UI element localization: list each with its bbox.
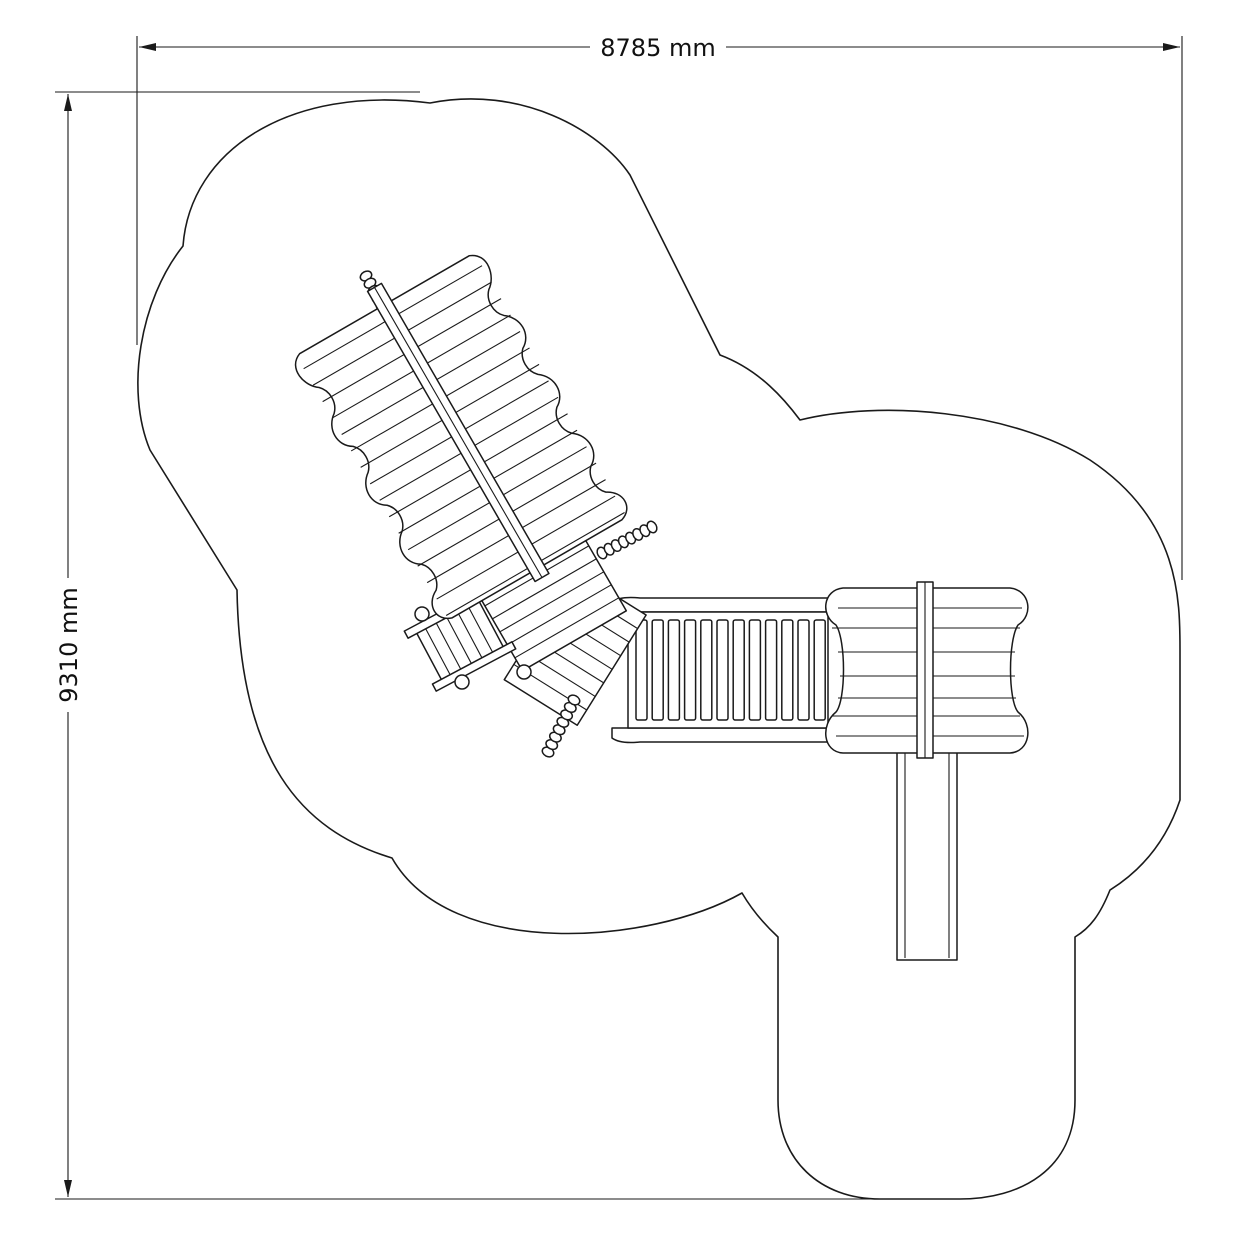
entry-ladder: [403, 588, 517, 692]
safety-zone-outline: [137, 98, 1181, 1200]
bridge-slat: [635, 619, 648, 721]
bridge-slat: [716, 619, 729, 721]
width-dimension-label: 8785 mm: [600, 34, 715, 62]
slide: [896, 751, 958, 961]
bridge-slat: [700, 619, 713, 721]
bridge-slat: [813, 619, 826, 721]
bridge-slat: [732, 619, 745, 721]
left-tower-roof: [294, 254, 628, 620]
rope-link: [646, 520, 658, 534]
rope-link: [567, 694, 581, 706]
bridge-slat: [797, 619, 810, 721]
bridge-slat: [683, 619, 697, 721]
dimension-lines: [55, 36, 1183, 1200]
bridge-slat: [667, 619, 681, 721]
bridge-slat: [748, 619, 762, 721]
ladder-post-caps: [414, 606, 532, 690]
bridge-slat: [764, 619, 778, 721]
bridge-slat: [651, 619, 664, 721]
height-dimension-label: 9310 mm: [55, 587, 83, 702]
bridge-walkway: [611, 596, 836, 744]
bridge-slat: [781, 619, 794, 721]
right-tower-roof: [825, 581, 1029, 759]
